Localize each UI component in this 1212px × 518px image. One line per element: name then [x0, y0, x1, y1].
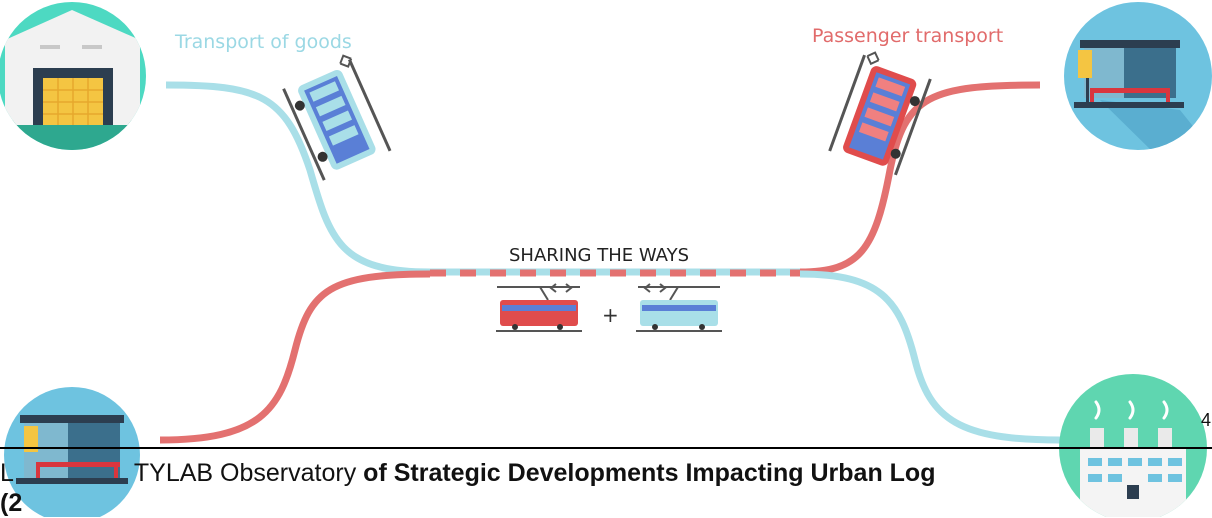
bus-stop-icon	[1064, 2, 1212, 150]
page-number: 4	[1201, 410, 1212, 430]
plus-sign: +	[602, 303, 619, 327]
goods-label: Transport of goods	[174, 31, 352, 53]
goods-track-lower	[799, 270, 1061, 444]
footer-year: (2	[0, 489, 23, 517]
passenger-label: Passenger transport	[812, 25, 1003, 47]
goods-tram-small-icon	[636, 283, 722, 332]
sharing-label: SHARING THE WAYS	[509, 245, 689, 266]
footer-title-bold: of Strategic Developments Impacting Urba…	[363, 459, 936, 487]
passenger-track-upper	[799, 81, 1041, 276]
factory-icon	[1059, 374, 1207, 517]
passenger-tram-small-icon	[496, 283, 582, 332]
goods-track-upper	[165, 81, 800, 276]
bus-stop-icon-lower	[4, 387, 140, 517]
warehouse-icon	[0, 2, 146, 150]
footer-title: L TYLAB Observatory of Strategic Developm…	[0, 458, 1212, 488]
footer-rule	[0, 447, 1212, 449]
passenger-track-lower	[159, 270, 431, 444]
goods-tram-icon	[282, 54, 392, 181]
footer-prefix: L	[0, 459, 14, 487]
passenger-tram-icon	[828, 51, 932, 176]
footer-title-regular: TYLAB Observatory	[133, 459, 357, 487]
